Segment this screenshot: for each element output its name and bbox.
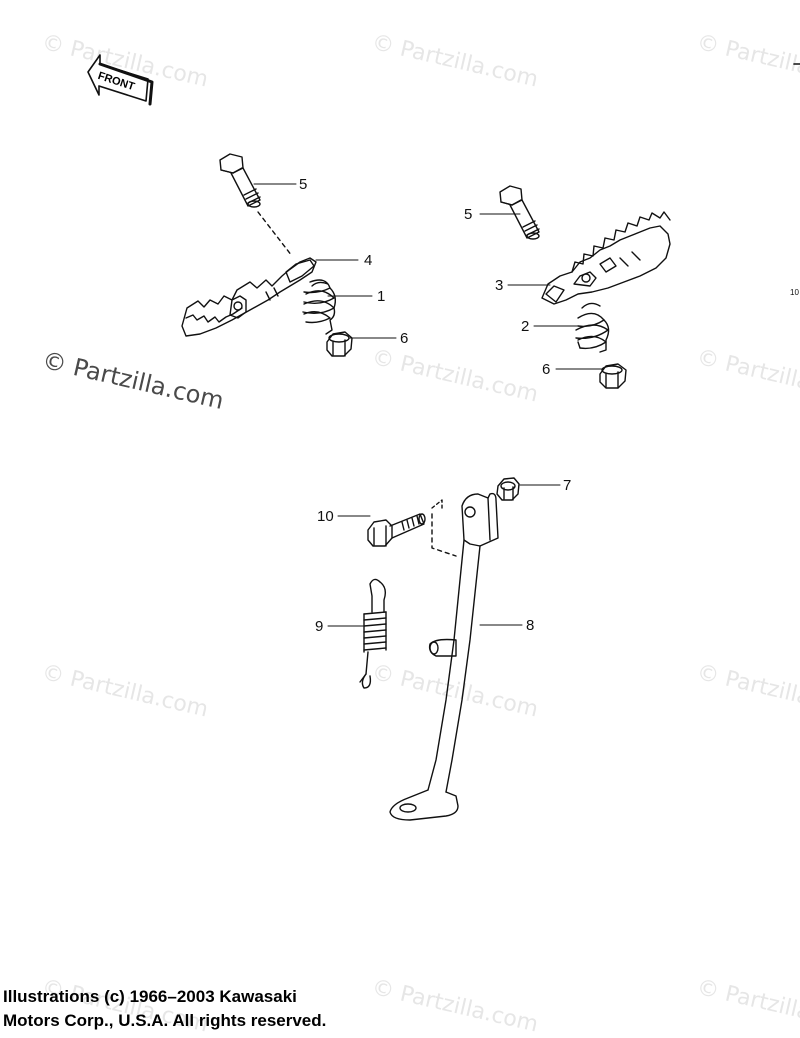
callout-7: 7 [563,477,572,494]
callout-6: 6 [542,361,551,378]
bolt-icon [367,513,426,547]
nut-icon [326,331,353,357]
bolt-icon [219,153,261,208]
footpeg-icon [541,211,671,305]
side-stand-icon [389,492,499,821]
callout-9: 9 [315,618,324,635]
callout-5: 5 [299,176,308,193]
callout-1: 1 [377,288,386,305]
callout-5: 5 [464,206,473,223]
edge-mark: 10 [790,288,799,297]
footpeg-icon [181,257,317,337]
callout-2: 2 [521,318,530,335]
callout-8: 8 [526,617,535,634]
copyright-notice: Illustrations (c) 1966–2003 Kawasaki Mot… [3,987,327,1030]
callout-4: 4 [364,252,373,269]
nut-icon [599,363,627,389]
nut-icon [496,477,520,501]
spring-icon [302,279,337,335]
callout-10: 10 [317,508,334,525]
spring-icon [359,578,387,689]
bolt-icon [499,185,540,240]
callout-3: 3 [495,277,504,294]
front-arrow-icon [87,54,154,106]
spring-icon [575,302,610,353]
callout-6: 6 [400,330,409,347]
